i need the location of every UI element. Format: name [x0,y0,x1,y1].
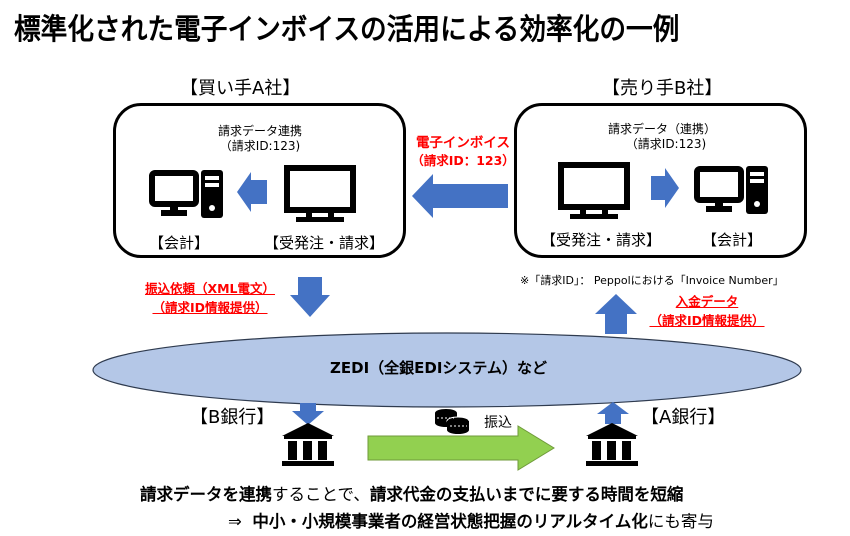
transfer-request-line2: （請求ID情報提供） [140,299,280,316]
summary-line2: ⇒ 中小・小規模事業者の経営状態把握のリアルタイム化にも寄与 [228,508,714,532]
transfer-request-line2-text: （請求ID情報提供） [152,300,268,315]
transfer-request-line1: 振込依頼（XML電文） [140,280,280,297]
payment-data-line2: （請求ID情報提供） [642,312,772,329]
buyer-company-label: 【買い手A社】 [180,78,301,99]
transfer-request-line1-text: 振込依頼（XML電文） [144,281,276,296]
arrow-up-icon [595,294,637,334]
seller-company-label: 【売り手B社】 [602,78,723,99]
einvoice-label-line2: （請求ID：123） [411,153,515,168]
b-bank-label: 【B銀行】 [190,407,275,428]
arrow-left-icon [237,172,267,212]
summary-line1-part2: することで、 [272,485,370,504]
coins-icon [435,409,470,434]
implies-arrow-icon: ⇒ [228,512,242,531]
payment-data-line2-text: （請求ID情報提供） [649,313,765,328]
seller-accounting-label: 【会計】 [702,231,763,249]
arrow-right-icon [651,168,679,208]
einvoice-arrow-left-icon [412,174,508,218]
summary-line1: 請求データを連携することで、請求代金の支払いまでに要する時間を短縮 [140,481,683,505]
arrow-down-icon [292,403,324,425]
page-title: 標準化された電子インボイスの活用による効率化の一例 [14,12,680,46]
arrow-up-icon [597,402,629,424]
a-bank-label: 【A銀行】 [641,407,726,428]
arrow-down-icon [290,277,330,317]
summary-line2-part2: にも寄与 [647,512,714,531]
seller-order-billing-label: 【受発注・請求】 [541,231,662,249]
desktop-pc-icon [694,166,768,214]
buyer-accounting-label: 【会計】 [149,234,210,252]
summary-line1-part3: 請求代金の支払いまでに要する時間を短縮 [369,485,684,504]
buyer-data-caption-line1: 請求データ連携 [217,124,302,138]
transfer-label: 振込 [484,415,512,431]
einvoice-label-line1: 電子インボイス [415,135,511,151]
desktop-pc-icon [149,170,223,218]
bank-building-icon [282,423,334,466]
payment-data-line1-text: 入金データ [675,294,739,309]
buyer-data-caption-line2: （請求ID:123) [219,139,301,153]
payment-data-line1: 入金データ [642,293,772,310]
seller-data-caption-line1: 請求データ（連携） [607,122,716,136]
bank-building-icon [586,423,638,466]
transfer-arrow-right-icon [367,425,555,471]
invoice-id-note: ※「請求ID」： Peppolにおける「Invoice Number」 [520,274,784,287]
monitor-icon [558,162,630,219]
summary-line2-part1: 中小・小規模事業者の経営状態把握のリアルタイム化 [252,512,648,531]
zedi-network-ellipse [92,332,802,408]
seller-data-caption-line2: （請求ID:123) [625,137,707,151]
buyer-order-billing-label: 【受発注・請求】 [264,234,385,252]
zedi-network-label: ZEDI（全銀EDIシステム）など [330,359,547,377]
summary-line1-part1: 請求データを連携 [140,485,272,504]
monitor-icon [284,165,356,222]
